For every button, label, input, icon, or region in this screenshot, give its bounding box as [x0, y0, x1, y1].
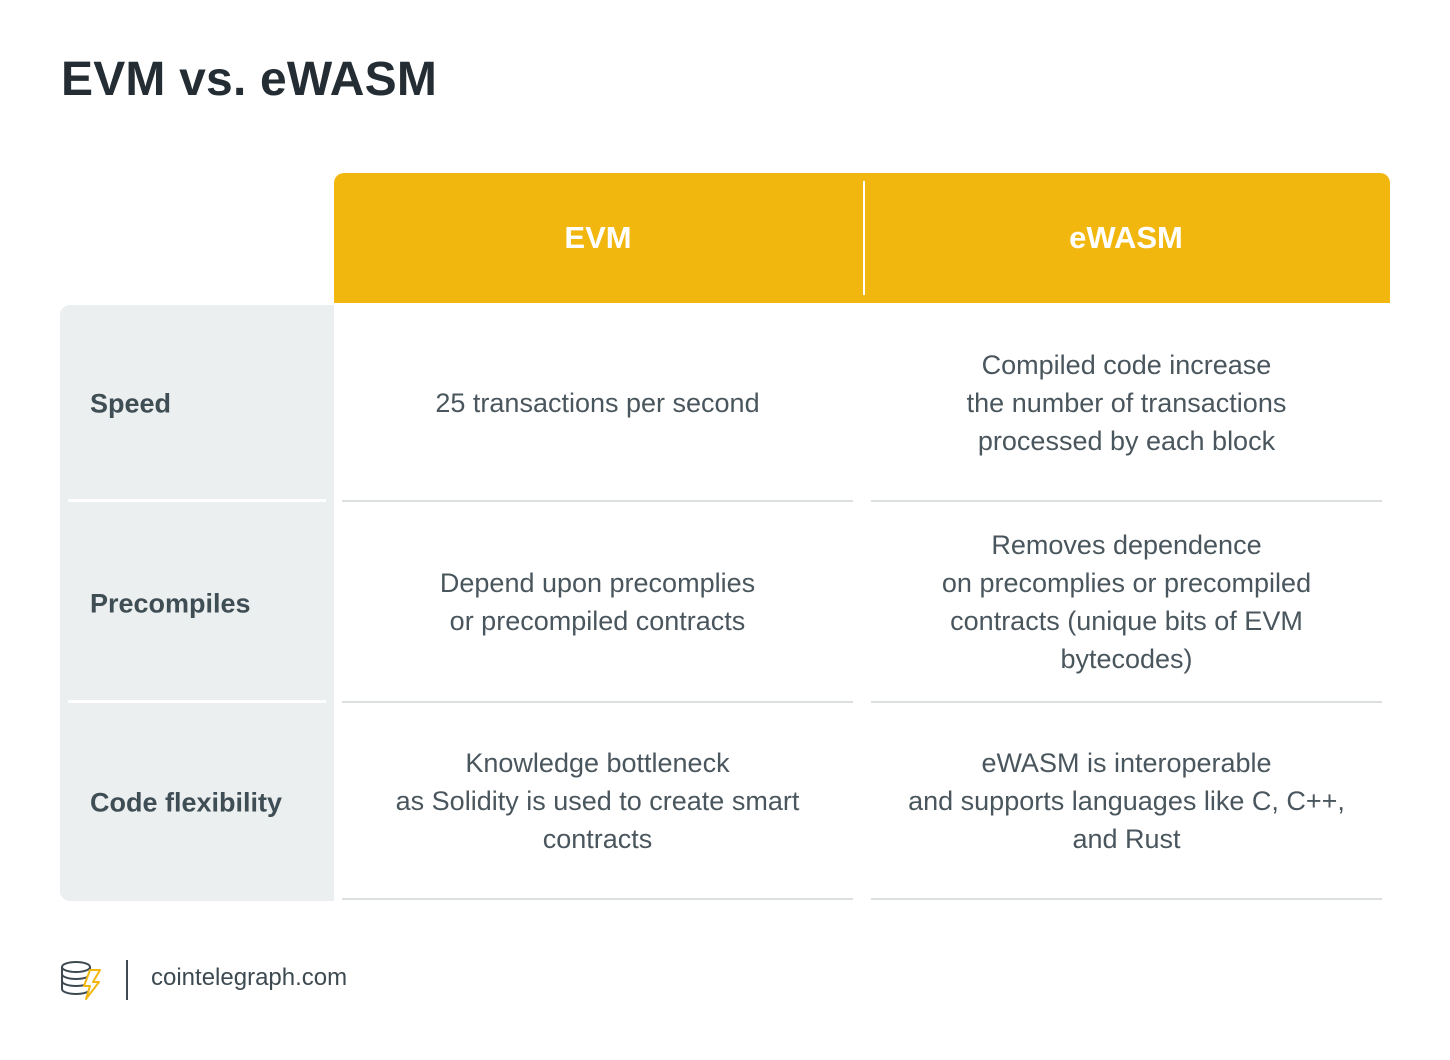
row-divider: [871, 701, 1382, 703]
cell-line: Compiled code increase: [981, 350, 1272, 380]
row-divider: [342, 500, 853, 502]
column-header-evm: EVM: [564, 220, 632, 255]
cell-line: and Rust: [1072, 824, 1181, 854]
cell-line: processed by each block: [977, 426, 1276, 456]
page-title: EVM vs. eWASM: [61, 53, 438, 106]
footer-separator: [126, 960, 128, 1000]
table-header: EVM eWASM: [334, 173, 1390, 303]
row-divider: [342, 701, 853, 703]
cell-line: Removes dependence: [991, 530, 1262, 560]
row-divider: [871, 898, 1382, 900]
cell-line: Knowledge bottleneck: [465, 748, 730, 778]
cell-line: eWASM is interoperable: [981, 748, 1272, 778]
cell-line: or precompiled contracts: [449, 606, 746, 636]
row-label-speed: Speed: [90, 388, 172, 419]
cell-code-flexibility-ewasm: eWASM is interoperable and supports lang…: [871, 703, 1382, 899]
row-divider: [342, 898, 853, 900]
column-header-ewasm: eWASM: [1069, 220, 1183, 255]
header-divider: [863, 181, 865, 295]
cell-precompiles-ewasm: Removes dependence on precomplies or pre…: [871, 503, 1382, 701]
cell-line: on precomplies or precompiled: [941, 568, 1312, 598]
row-separator: [68, 700, 326, 703]
cell-code-flexibility-evm: Knowledge bottleneck as Solidity is used…: [342, 703, 853, 899]
row-labels-panel: Speed Precompiles Code flexibility: [60, 305, 334, 901]
cell-line: Depend upon precomplies: [439, 568, 756, 598]
cell-line: and supports languages like C, C++,: [908, 786, 1345, 816]
cell-speed-ewasm: Compiled code increase the number of tra…: [871, 305, 1382, 501]
cell-line: 25 transactions per second: [435, 388, 760, 418]
cell-line: bytecodes): [1060, 644, 1193, 674]
cointelegraph-logo-icon: [61, 961, 101, 1000]
cell-line: as Solidity is used to create smart: [395, 786, 800, 816]
cell-line: contracts: [542, 824, 653, 854]
cell-line: contracts (unique bits of EVM: [950, 606, 1303, 636]
cell-precompiles-evm: Depend upon precomplies or precompiled c…: [342, 503, 853, 701]
row-separator: [68, 499, 326, 502]
footer-site-link[interactable]: cointelegraph.com: [151, 964, 348, 991]
row-label-precompiles: Precompiles: [90, 588, 251, 619]
cell-line: the number of transactions: [966, 388, 1287, 418]
row-label-code-flexibility: Code flexibility: [90, 787, 283, 818]
cell-speed-evm: 25 transactions per second: [342, 305, 853, 501]
row-divider: [871, 500, 1382, 502]
